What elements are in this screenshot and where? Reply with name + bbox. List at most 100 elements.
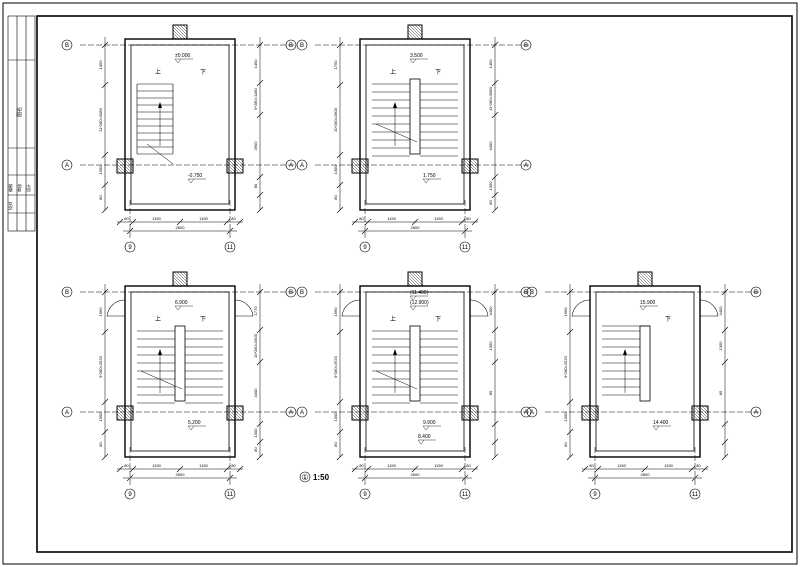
down-label: 下 (665, 316, 671, 323)
column-left-hatch (352, 405, 368, 421)
dim-tick-right (256, 326, 264, 334)
column-left (581, 405, 599, 421)
dim-tick-left (336, 41, 344, 49)
axis-bubble-a-right: A (289, 410, 293, 416)
axis-bubble-b-right: B (289, 290, 293, 296)
axis-bubble-b-left-circle (61, 39, 73, 51)
dim-left-3: 80 (98, 442, 103, 447)
axis-bubble-b-left-circle (61, 286, 73, 298)
column-left-hatch (120, 158, 134, 172)
dim-tick-bottom (581, 465, 589, 473)
dim-bottom-1: 1150 (617, 463, 626, 468)
dim-tick-bottom (116, 465, 124, 473)
level-triangle-1 (187, 178, 195, 184)
dim-right-2: 4400 (253, 388, 258, 398)
axis-bubble-9-circle (124, 241, 136, 253)
column-left-hatch (355, 405, 369, 419)
title-block-cell-3: 设计 (25, 184, 31, 192)
dim-bottom-0: 80 (589, 463, 594, 468)
column-right-hatch (236, 158, 244, 166)
dim-tick-right (256, 453, 264, 461)
dim-tick-right (256, 111, 264, 119)
dim-right-1: 10*280=2800 (253, 333, 258, 358)
axis-bubble-a-right: A (754, 410, 758, 416)
dim-tick-right (491, 438, 499, 446)
shaft-inner-wall (130, 44, 230, 205)
dim-tick-bottom (364, 465, 372, 473)
column-right-hatch (461, 413, 469, 421)
axis-bubble-b-right: B (524, 43, 528, 49)
column-left-outline (116, 405, 134, 421)
top-column-hatch (408, 24, 423, 39)
dim-bottom-1: 1150 (152, 463, 161, 468)
column-right-hatch (461, 407, 475, 421)
door-swing-left (106, 299, 126, 317)
door-swing-right (469, 299, 489, 317)
dim-bottom-3: 80 (231, 216, 236, 221)
column-right-hatch (461, 163, 472, 174)
column-left-hatch (116, 163, 127, 174)
level-label-1: 5.200 (188, 420, 201, 426)
dim-tick-bottom (351, 465, 359, 473)
dim-tick-right (256, 288, 264, 296)
up-label: 上 (155, 315, 161, 323)
dim-tick-right (491, 206, 499, 214)
axis-bubble-a-left: A (300, 410, 304, 416)
column-left-hatch (594, 405, 599, 410)
dim-tick-bottom (364, 218, 372, 226)
dim-left-2: 1300 (333, 165, 338, 175)
column-left-hatch (116, 166, 124, 174)
column-right-hatch (230, 405, 244, 419)
column-left-hatch (588, 405, 599, 416)
dim-right-4: 80 (253, 447, 258, 452)
dim-left-2: 1300 (98, 165, 103, 175)
top-column-hatch (172, 276, 183, 287)
dim-tick-right (256, 438, 264, 446)
axis-bubble-b-left: B (530, 290, 534, 296)
column-left-hatch (116, 169, 121, 174)
dim-bottom-2: 1150 (199, 463, 208, 468)
top-column-hatch (182, 24, 188, 30)
top-column-hatch (417, 271, 423, 277)
dim-tick-total (226, 474, 234, 482)
title-block: 图名 编制 审核 设计 校对 (7, 15, 36, 232)
break-line (375, 123, 418, 143)
column-right-hatch (461, 160, 475, 174)
level-label-0: ±0.000 (175, 53, 190, 59)
down-label: 下 (200, 316, 206, 323)
column-right (461, 158, 479, 174)
top-column-hatch (420, 271, 423, 274)
axis-bubble-b-right: B (524, 290, 528, 296)
dim-right-2: 80 (718, 390, 723, 395)
dim-right-0: 4400 (718, 306, 723, 316)
dim-left-0: 1450 (98, 60, 103, 70)
axis-bubble-a-right-circle (750, 406, 762, 418)
dim-tick-bottom (411, 465, 419, 473)
top-column-hatch (407, 29, 418, 40)
top-column-hatch (637, 276, 648, 287)
break-line (375, 370, 418, 390)
column-left-hatch (351, 413, 359, 421)
axis-bubble-b-left: B (300, 290, 304, 296)
stair-well (409, 325, 421, 402)
top-column-hatch (407, 276, 418, 287)
axis-bubble-a-right-circle (520, 406, 532, 418)
dim-tick-right (721, 438, 729, 446)
break-line (140, 370, 183, 390)
column-left-hatch (116, 413, 124, 421)
column-right-hatch (698, 405, 709, 416)
column-right-hatch (236, 405, 244, 413)
column-right-outline (226, 158, 244, 174)
column-right-hatch (226, 163, 237, 174)
dim-bottom-2: 1150 (664, 463, 673, 468)
door-swing-right (699, 299, 719, 317)
axis-bubble-a-right: A (289, 163, 293, 169)
dim-tick-left (101, 81, 109, 89)
dim-left-3: 80 (333, 195, 338, 200)
up-arrow-head (158, 349, 162, 355)
column-left-hatch (581, 407, 595, 421)
dim-bottom-2: 1150 (199, 216, 208, 221)
top-column (407, 24, 423, 40)
